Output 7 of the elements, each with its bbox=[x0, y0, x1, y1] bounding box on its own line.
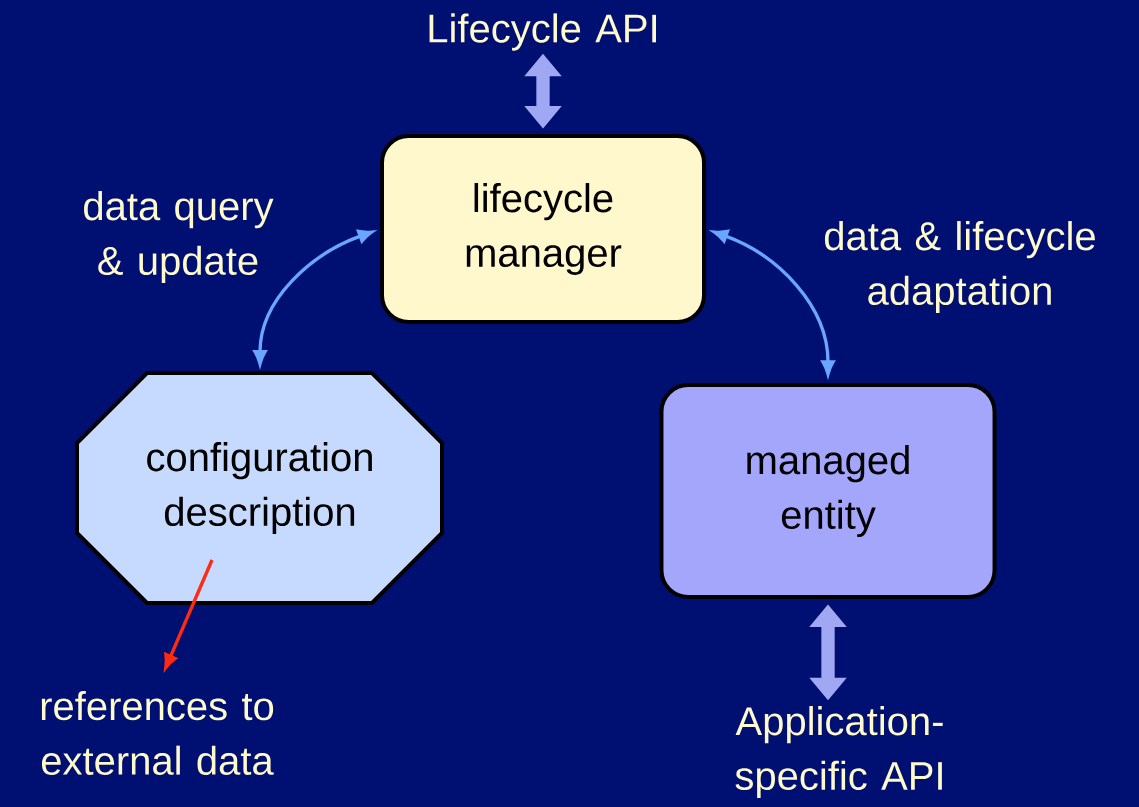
api-label: references to external data bbox=[41, 691, 274, 775]
api-label: Lifecycle API bbox=[429, 13, 656, 51]
edge-label: data query & update bbox=[84, 191, 274, 283]
process-box: managed entity bbox=[659, 383, 997, 599]
api-label: Application- specific API bbox=[735, 706, 943, 798]
edge-label: data & lifecycle adaptation bbox=[824, 221, 1095, 313]
process-box: lifecycle manager bbox=[380, 134, 706, 324]
